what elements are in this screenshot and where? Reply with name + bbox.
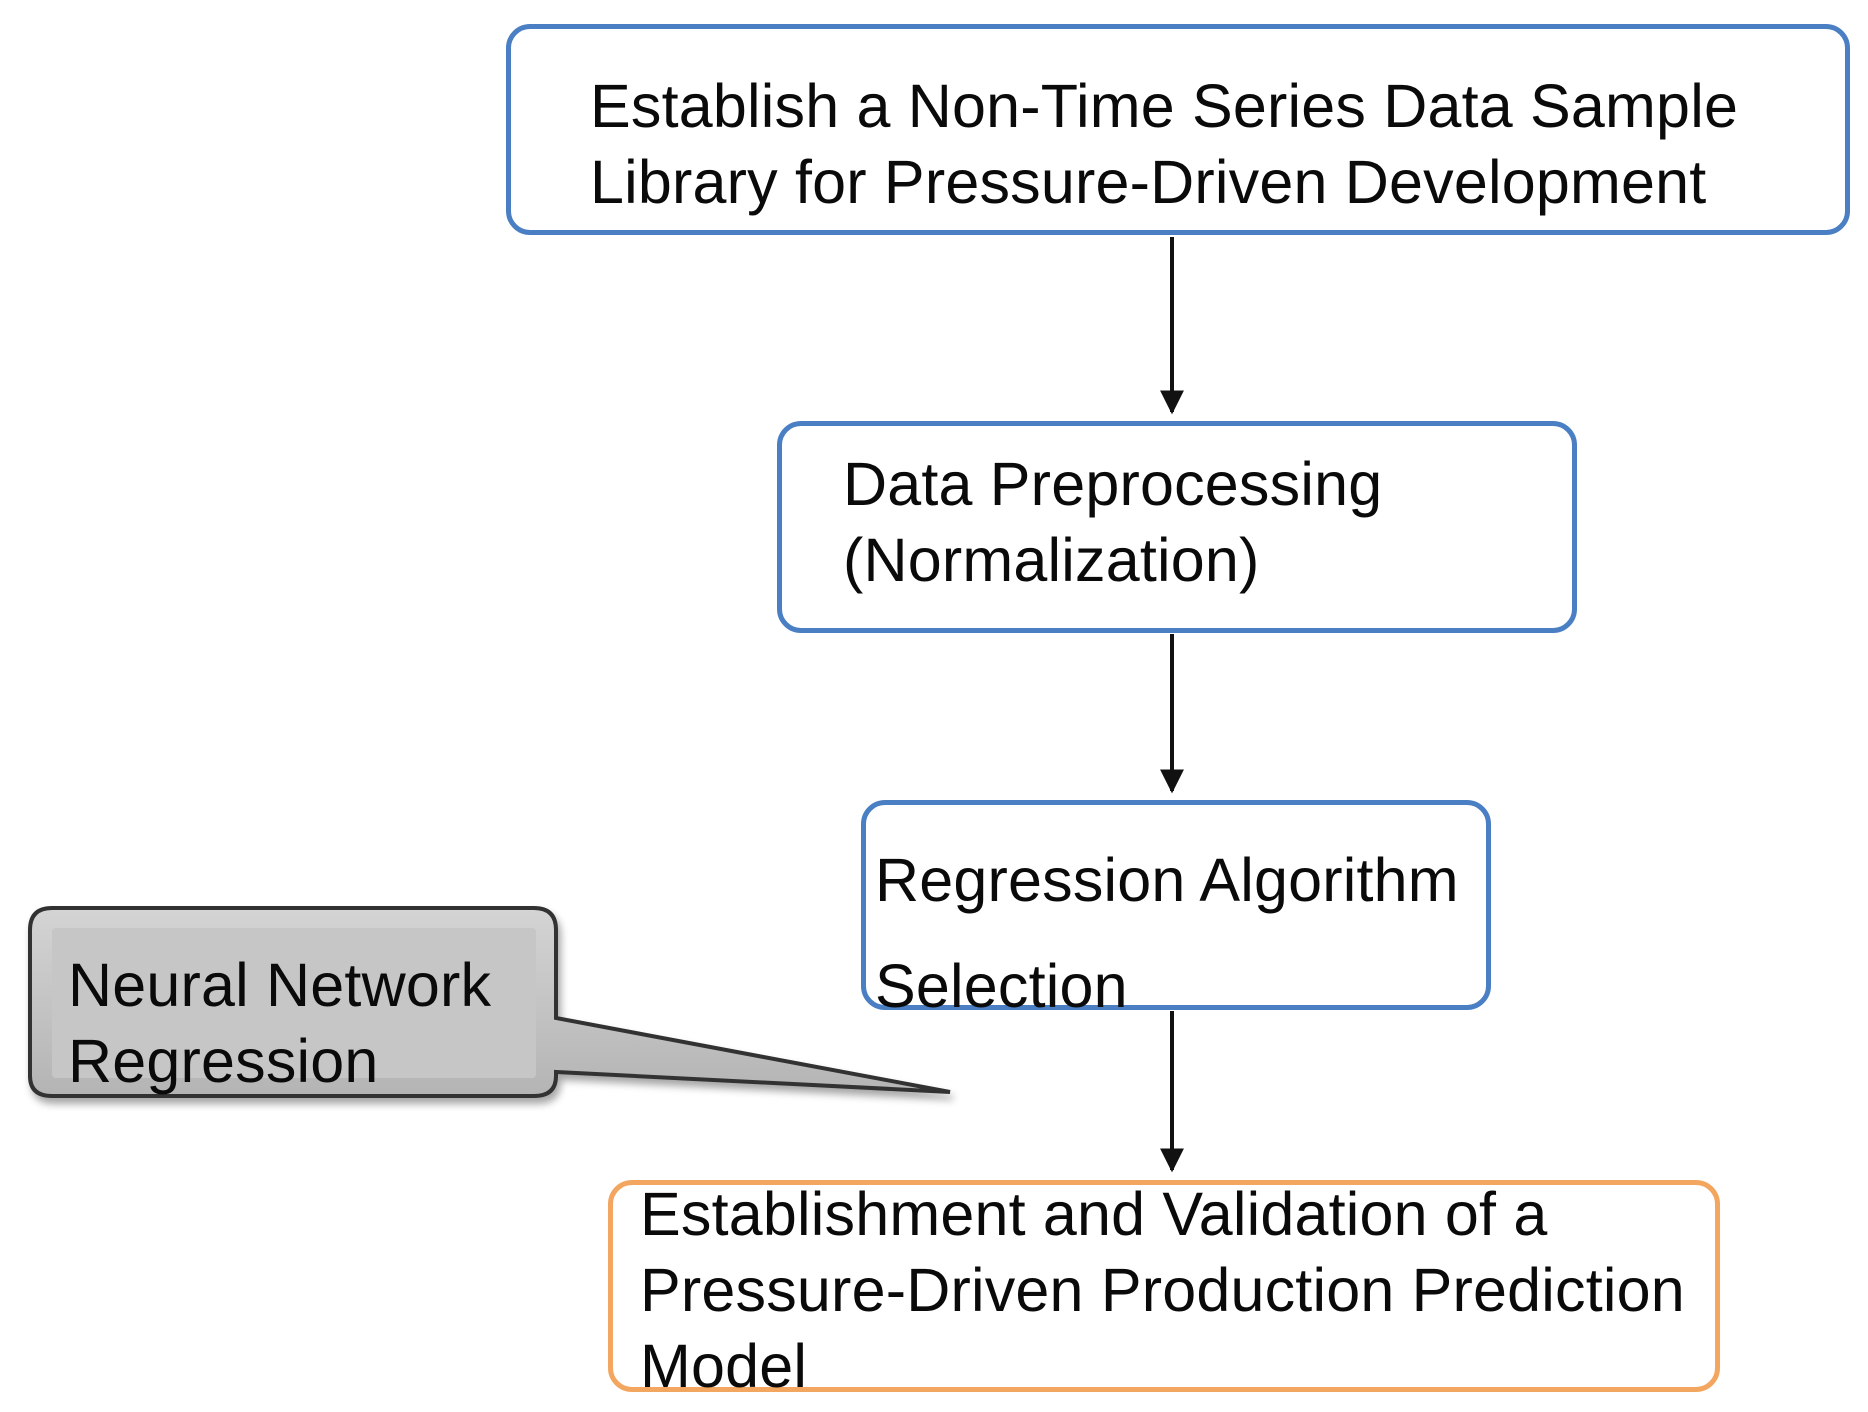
step-box-data-preprocessing (777, 421, 1577, 633)
step-label-sample-library: Establish a Non-Time Series Data Sample … (590, 72, 1739, 216)
step-label-algorithm-selection: Regression Algorithm Selection (875, 846, 1459, 1020)
step-label-data-preprocessing: Data Preprocessing (Normalization) (843, 450, 1383, 594)
step-label-model-validation: Establishment and Validation of a Pressu… (640, 1180, 1685, 1400)
callout-label: Neural Network Regression (68, 951, 492, 1095)
step-box-sample-library (506, 24, 1850, 235)
step-box-algorithm-selection (861, 800, 1491, 1010)
step-box-model-validation (608, 1180, 1720, 1392)
callout-inner-panel (52, 928, 536, 1078)
